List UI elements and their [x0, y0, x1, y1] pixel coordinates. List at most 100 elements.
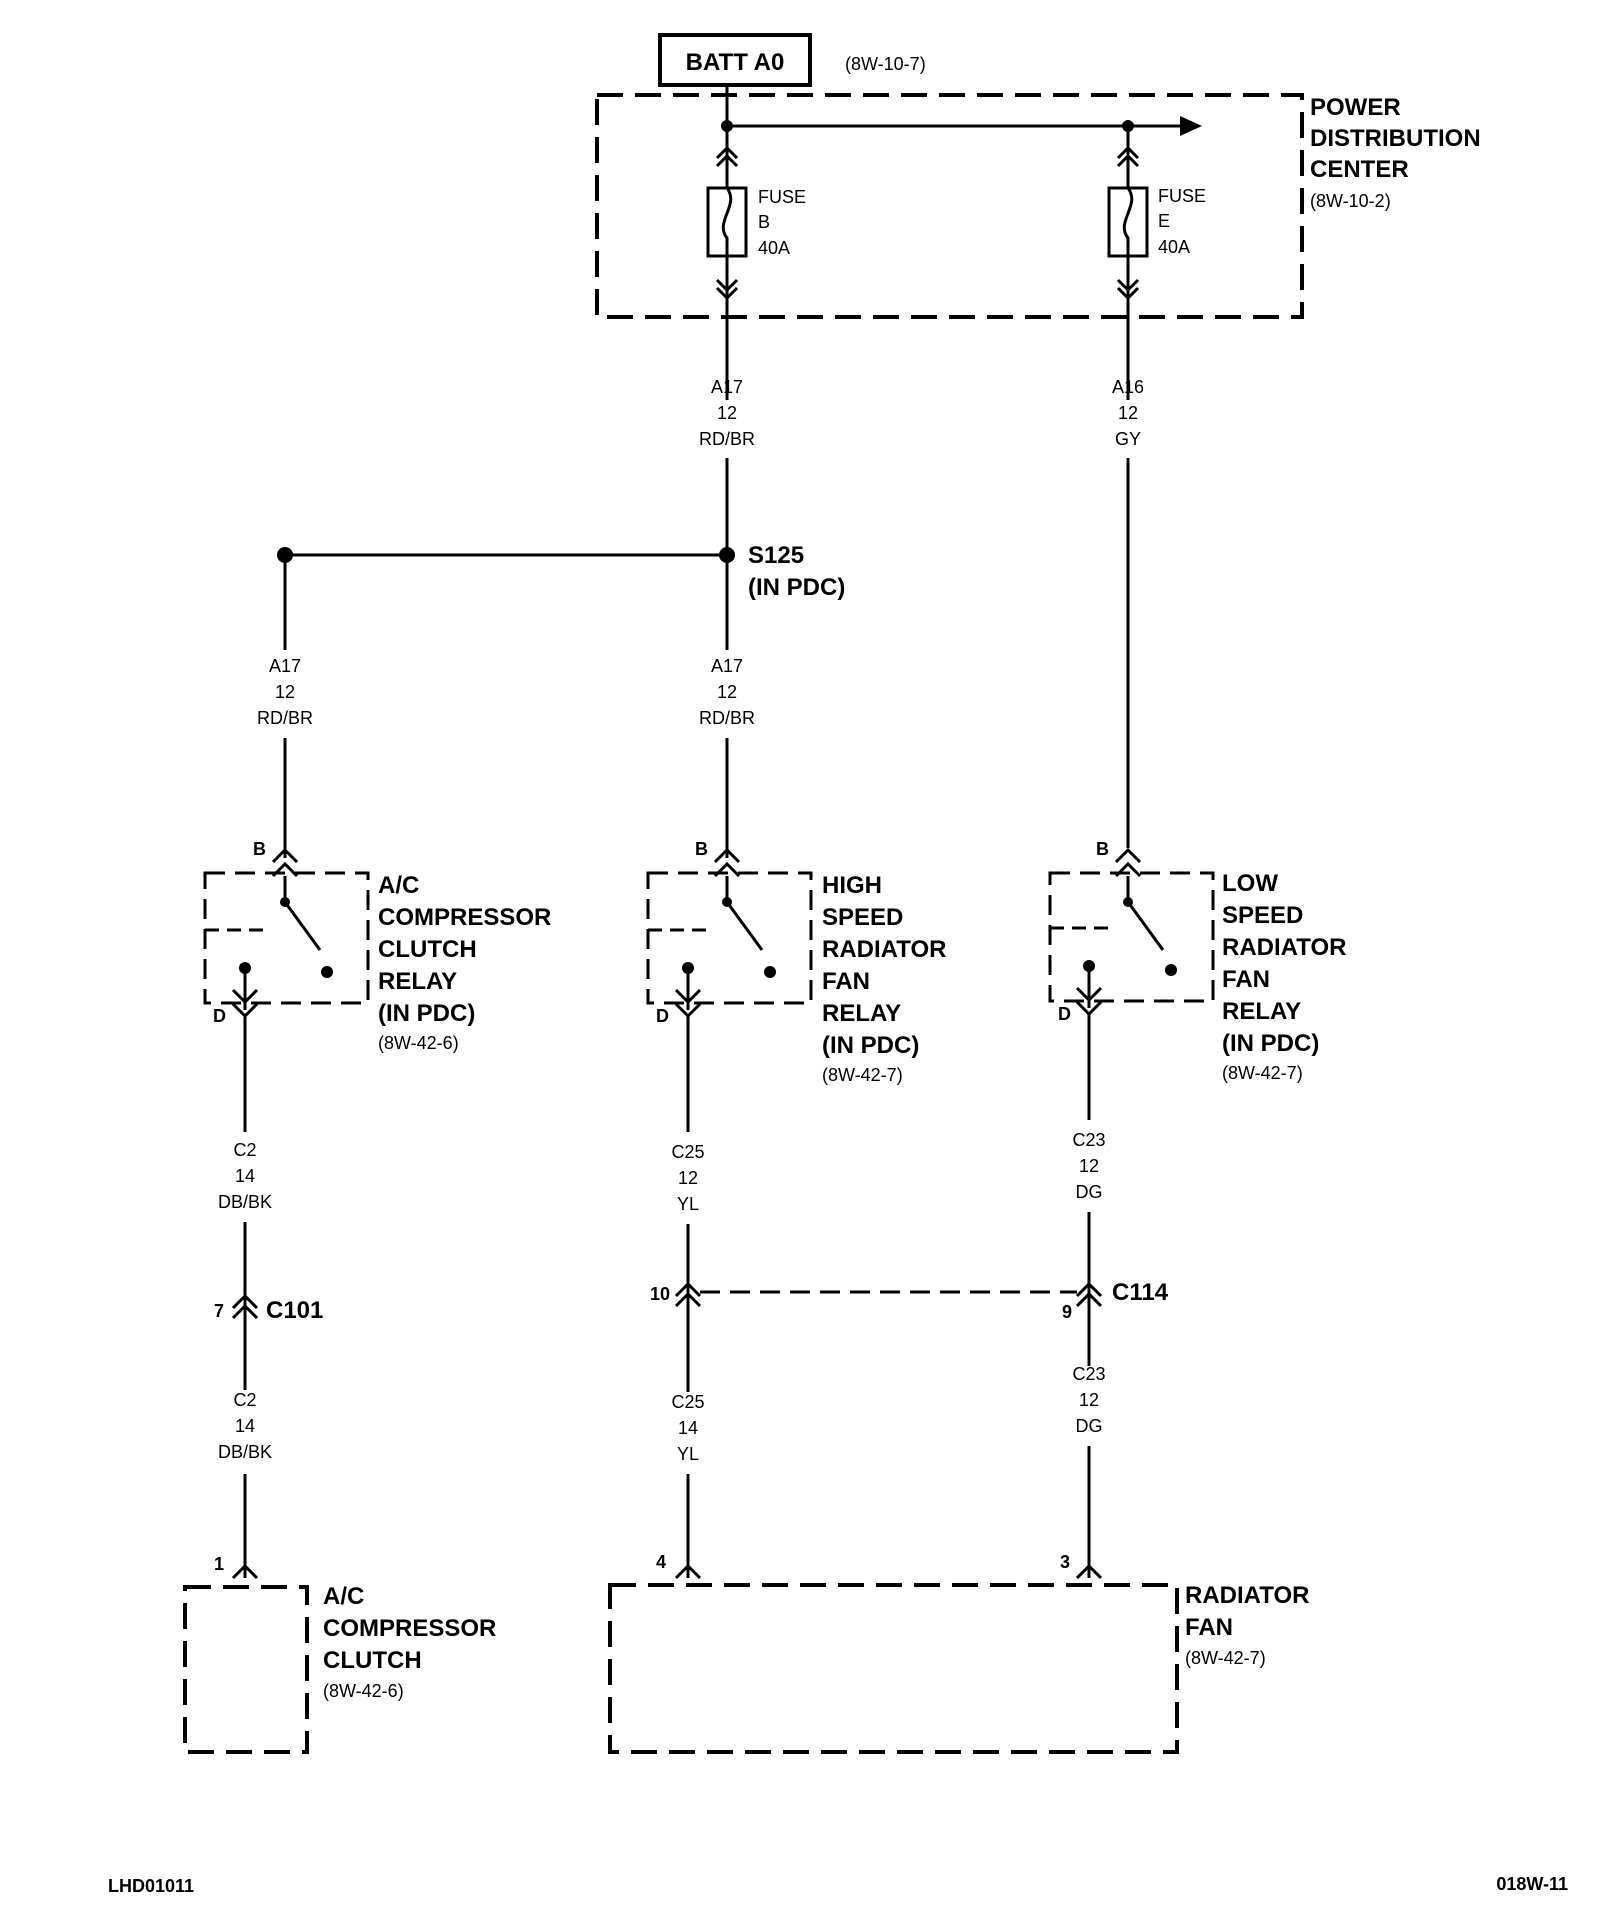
connector-left-icon	[674, 1281, 702, 1298]
relay-label-2: SPEED	[1222, 902, 1303, 929]
wire-color: YL	[677, 1194, 699, 1214]
wire-circuit: C25	[671, 1392, 704, 1412]
wire-a16-label: A16 12 GY	[1112, 377, 1144, 449]
fuse-e-line3: 40A	[1158, 237, 1190, 257]
connector-pin: 7	[214, 1301, 224, 1321]
wire-circuit: A17	[269, 656, 301, 676]
relay-label-5: RELAY	[822, 1000, 901, 1027]
relay-box	[646, 871, 813, 1005]
connector-c101: 7 C101	[214, 1293, 323, 1324]
pin-d-connector-icon	[674, 988, 702, 1005]
connector-name: C101	[266, 1297, 323, 1324]
relay-label-1: LOW	[1222, 870, 1278, 897]
fuse-b-top-chevron-icon	[715, 145, 739, 160]
relay-pin-b: B	[253, 839, 266, 859]
wire-gauge: 12	[678, 1168, 698, 1188]
fuse-e-top-chevron-icon	[1116, 145, 1140, 160]
relay-low-speed-radiator-fan: B D LOW SPEED RADIATOR FAN RELAY (IN PDC…	[1048, 839, 1346, 1083]
splice-s125: S125 (IN PDC)	[277, 542, 845, 601]
pin-b-connector-icon	[713, 847, 741, 864]
relay-label-6: (IN PDC)	[822, 1032, 919, 1059]
fuse-b-line2: B	[758, 212, 770, 232]
wire-c2-lower-label: C2 14 DB/BK	[218, 1390, 272, 1462]
pdc-label-line2: DISTRIBUTION	[1310, 125, 1481, 152]
wire-gauge: 12	[1118, 403, 1138, 423]
connector-icon	[231, 1293, 259, 1310]
wire-c23-upper-label: C23 12 DG	[1072, 1130, 1105, 1202]
fuse-b-bottom-chevron2-icon	[715, 286, 739, 301]
relay-ref: (8W-42-7)	[822, 1065, 903, 1085]
connector-right2-icon	[1075, 1291, 1103, 1308]
component-ac-compressor-clutch: 1 A/C COMPRESSOR CLUTCH (8W-42-6)	[183, 1554, 496, 1754]
wire-gauge: 12	[717, 682, 737, 702]
pin-right-connector-icon	[1075, 1563, 1103, 1580]
fuse-b-element-icon	[721, 187, 733, 256]
connector-pin-left: 10	[650, 1284, 670, 1304]
component-pin: 1	[214, 1554, 224, 1574]
pin-b-connector-icon	[1114, 847, 1142, 864]
relay-label-4: RELAY	[378, 968, 457, 995]
batt-a0-block: BATT A0 (8W-10-7)	[658, 33, 926, 87]
relay-switch-arm-icon	[1126, 901, 1165, 951]
relay-label-3: CLUTCH	[378, 936, 477, 963]
connector-right-icon	[1075, 1281, 1103, 1298]
relay-contact	[1165, 964, 1177, 976]
component-label-2: COMPRESSOR	[323, 1615, 496, 1642]
wire-c25-upper-label: C25 12 YL	[671, 1142, 704, 1214]
relay-switch-arm-icon	[283, 901, 322, 951]
relay-pin-b: B	[695, 839, 708, 859]
power-distribution-center: POWER DISTRIBUTION CENTER (8W-10-2) FUSE…	[595, 93, 1481, 400]
wire-a17-mid-label: A17 12 RD/BR	[699, 656, 755, 728]
wire-a17-top-label: A17 12 RD/BR	[699, 377, 755, 449]
wire-circuit: C2	[233, 1140, 256, 1160]
fuse-e-bottom-chevron2-icon	[1116, 286, 1140, 301]
relay-label-5: (IN PDC)	[378, 1000, 475, 1027]
fuse-e-element-icon	[1122, 187, 1134, 256]
relay-label-3: RADIATOR	[822, 936, 946, 963]
wire-circuit: A16	[1112, 377, 1144, 397]
relay-box	[1048, 871, 1215, 1003]
wire-a17-left-label: A17 12 RD/BR	[257, 656, 313, 728]
pin-left-connector-icon	[674, 1563, 702, 1580]
fuse-e-line2: E	[1158, 211, 1170, 231]
component-label-3: CLUTCH	[323, 1647, 422, 1674]
wire-circuit: C23	[1072, 1364, 1105, 1384]
relay-label-3: RADIATOR	[1222, 934, 1346, 961]
splice-location: (IN PDC)	[748, 574, 845, 601]
relay-label-4: FAN	[822, 968, 870, 995]
connector-name: C114	[1112, 1279, 1169, 1306]
footer-right-code: 018W-11	[1496, 1874, 1568, 1894]
pdc-ref: (8W-10-2)	[1310, 191, 1391, 211]
pin-d-connector-icon	[231, 988, 259, 1005]
relay-ref: (8W-42-6)	[378, 1033, 459, 1053]
wire-gauge: 12	[1079, 1156, 1099, 1176]
relay-switch-arm-icon	[725, 901, 764, 951]
relay-label-5: RELAY	[1222, 998, 1301, 1025]
component-ref: (8W-42-7)	[1185, 1648, 1266, 1668]
connector-c114: 10 9 C114	[650, 1279, 1169, 1322]
fuse-b-top-chevron2-icon	[715, 153, 739, 168]
wire-gauge: 12	[275, 682, 295, 702]
relay-pin-d: D	[213, 1006, 226, 1026]
component-label-2: FAN	[1185, 1614, 1233, 1641]
wire-color: RD/BR	[699, 429, 755, 449]
wire-circuit: A17	[711, 656, 743, 676]
component-ref: (8W-42-6)	[323, 1681, 404, 1701]
wire-color: DB/BK	[218, 1442, 272, 1462]
relay-pin-b: B	[1096, 839, 1109, 859]
component-box	[608, 1583, 1179, 1754]
wire-gauge: 12	[1079, 1390, 1099, 1410]
component-pin-right: 3	[1060, 1552, 1070, 1572]
wire-circuit: A17	[711, 377, 743, 397]
wire-gauge: 12	[717, 403, 737, 423]
pdc-dashed-box	[595, 93, 1304, 319]
fuse-e-line1: FUSE	[1158, 186, 1206, 206]
wire-c23-lower-label: C23 12 DG	[1072, 1364, 1105, 1436]
component-pin-left: 4	[656, 1552, 666, 1572]
relay-label-2: COMPRESSOR	[378, 904, 551, 931]
relay-contact	[321, 966, 333, 978]
relay-label-4: FAN	[1222, 966, 1270, 993]
relay-ref: (8W-42-7)	[1222, 1063, 1303, 1083]
wire-c25-lower-label: C25 14 YL	[671, 1392, 704, 1464]
relay-ac-compressor-clutch: B D A/C COMPRESSOR CLUTCH RELAY (IN PDC)…	[203, 839, 551, 1053]
